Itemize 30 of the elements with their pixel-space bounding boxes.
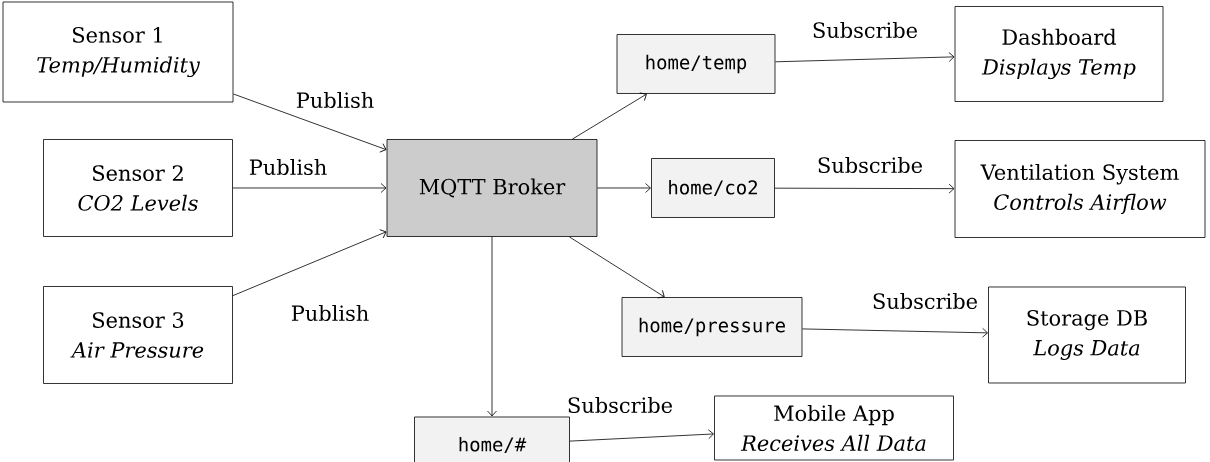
- arrow: [802, 327, 988, 338]
- arrow: [597, 183, 651, 193]
- arrow: [569, 429, 714, 442]
- edge-label: Subscribe: [810, 20, 920, 40]
- device-box: Mobile App Receives All Data: [714, 395, 954, 461]
- arrow: [572, 92, 647, 140]
- device-box: Dashboard Displays Temp: [954, 6, 1164, 102]
- arrow: [774, 183, 955, 194]
- edge-label: Subscribe: [870, 291, 980, 311]
- topic-box: home/pressure: [621, 297, 803, 357]
- edge-label: Publish: [294, 90, 376, 110]
- edge-label: Subscribe: [565, 395, 675, 415]
- arrow: [233, 93, 387, 153]
- edge-label: Subscribe: [815, 155, 925, 175]
- arrow: [487, 236, 497, 417]
- device-box: Sensor 3 Air Pressure: [43, 286, 233, 384]
- topic-box: home/co2: [651, 158, 775, 218]
- broker-box: MQTT Broker: [386, 139, 598, 237]
- edge-label: Publish: [289, 303, 371, 323]
- arrow: [232, 229, 387, 297]
- device-box: Ventilation System Controls Airflow: [954, 140, 1206, 238]
- device-box: Storage DB Logs Data: [988, 286, 1186, 384]
- arrow: [568, 236, 665, 299]
- topic-box: home/temp: [616, 34, 776, 94]
- topic-box: home/#: [414, 416, 570, 462]
- edge-label: Publish: [247, 157, 329, 177]
- device-box: Sensor 2 CO2 Levels: [43, 139, 233, 237]
- arrow: [775, 52, 955, 63]
- device-box: Sensor 1 Temp/Humidity: [2, 1, 234, 103]
- arrow: [232, 183, 387, 193]
